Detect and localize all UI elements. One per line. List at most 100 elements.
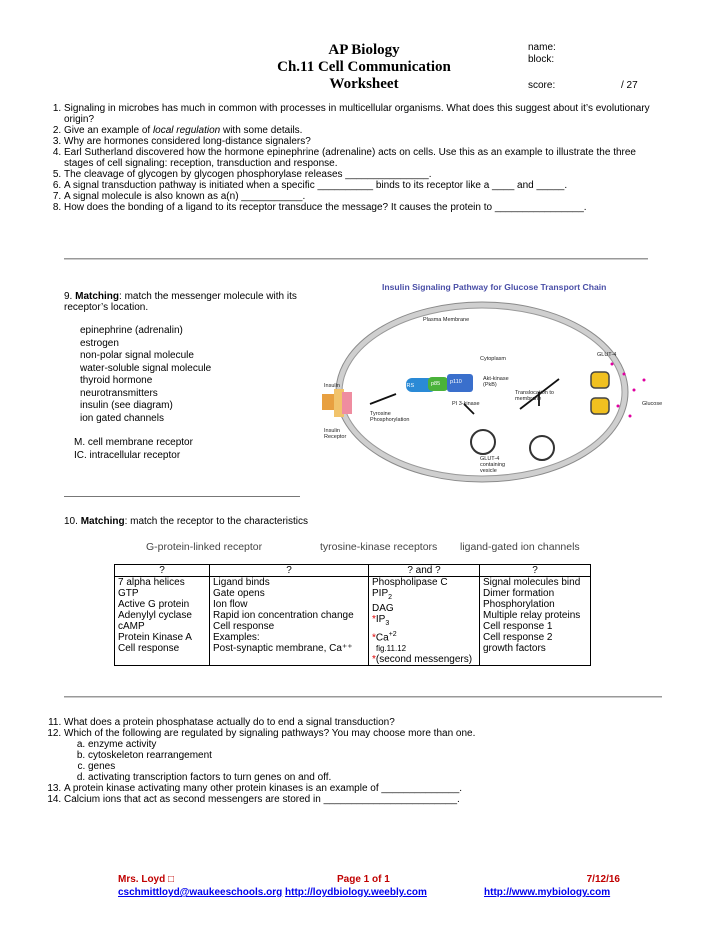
col2-line: Rapid ion concentration change	[213, 610, 354, 621]
q12-option: cytoskeleton rearrangement	[88, 750, 663, 761]
question-11: What does a protein phosphatase actually…	[64, 717, 663, 728]
q12-option: genes	[88, 761, 663, 772]
question-13: A protein kinase activating many other p…	[64, 783, 663, 794]
site-link-mybiology[interactable]: http://www.mybiology.com	[484, 887, 611, 898]
col4-line: Cell response 1	[483, 621, 553, 632]
pip-sub: 2	[388, 594, 393, 601]
col4-line: Multiple relay proteins	[483, 610, 581, 621]
second-messengers-text: (second messengers)	[375, 654, 473, 666]
col4-line: Dimer formation	[483, 588, 555, 599]
label-irs: IRS	[405, 383, 415, 389]
questions-part-1: Signaling in microbes has much in common…	[38, 103, 663, 213]
label-tyrosine: Tyrosine Phosphorylation	[370, 411, 410, 423]
col1-line: cAMP	[118, 621, 145, 632]
label-insulin: Insulin	[324, 383, 340, 389]
q9-bold: Matching	[75, 291, 120, 302]
star-marker: *	[372, 654, 376, 666]
question-7: A signal molecule is also known as a(n) …	[64, 191, 663, 202]
q9-item: epinephrine (adrenalin)	[80, 325, 183, 336]
ca-text: Ca	[375, 632, 389, 644]
q10-bold: Matching	[80, 516, 125, 527]
divider-2	[64, 696, 662, 698]
receptor-shape	[334, 389, 344, 417]
p110-shape	[447, 374, 473, 392]
key-cell-membrane: M. cell membrane receptor	[74, 437, 193, 448]
col2-line: Gate opens	[213, 588, 265, 599]
footer-date: 7/12/16	[586, 874, 620, 885]
question-2-italic: local regulation	[152, 125, 221, 136]
question-14: Calcium ions that act as second messenge…	[64, 794, 663, 805]
q9-item: water-soluble signal molecule	[80, 362, 212, 374]
col1-line: Active G protein	[118, 599, 190, 610]
name-label: name:	[528, 42, 556, 53]
label-translocation: Translocation to membrane	[515, 390, 554, 402]
star-marker: *	[372, 632, 376, 644]
answer-line	[64, 496, 300, 497]
site-link-loydbiology[interactable]: http://loydbiology.weebly.com	[285, 887, 427, 898]
title-line-2: Ch.11 Cell Communication	[277, 59, 451, 75]
q9-key: M. cell membrane receptor IC. intracellu…	[74, 437, 193, 462]
diagram-title: Insulin Signaling Pathway for Glucose Tr…	[382, 282, 607, 292]
col3-line: *(second messengers)	[372, 654, 476, 665]
table-header-row: ? ? ? and ? ?	[114, 564, 591, 577]
col3-line: *IP3	[372, 614, 476, 629]
title-line-3: Worksheet	[329, 76, 399, 92]
label-p85: p85	[431, 381, 441, 387]
title-line-1: AP Biology	[328, 42, 400, 58]
label-glut4-vesicle: GLUT-4 containing vesicle	[480, 456, 506, 474]
col1-line: GTP	[118, 588, 139, 599]
cell-membrane-inner	[341, 307, 623, 477]
label-glut4-top: GLUT-4	[597, 352, 617, 358]
q9-item-list: epinephrine (adrenalin) estrogen non-pol…	[80, 325, 211, 425]
q9-item: ion gated channels	[80, 412, 164, 424]
q9-item: thyroid hormone	[80, 375, 153, 386]
col3-line: DAG	[372, 603, 394, 614]
col1-cell: 7 alpha helices GTP Active G protein Ade…	[114, 575, 210, 667]
label-insulin-receptor: Insulin Receptor	[324, 428, 347, 440]
col3-line: PIP2	[372, 588, 476, 603]
question-10: 10. Matching: match the receptor to the …	[64, 516, 308, 527]
col1-line: Protein Kinase A	[118, 632, 192, 643]
col4-line: Phosphorylation	[483, 599, 555, 610]
question-8: How does the bonding of a ligand to its …	[64, 202, 663, 213]
label-glucose: Glucose	[642, 401, 663, 407]
question-2: Give an example of local regulation with…	[64, 125, 663, 136]
glut4-membrane-channels	[590, 371, 610, 415]
table-header-cell: ?	[114, 564, 210, 577]
q12-option: activating transcription factors to turn…	[88, 772, 663, 783]
teacher-name: Mrs. Loyd	[118, 874, 166, 885]
col4-cell: Signal molecules bind Dimer formation Ph…	[479, 575, 591, 667]
insulin-shape	[322, 394, 334, 410]
col2-line: Ion flow	[213, 599, 248, 610]
col2-line: Post-synaptic membrane, Ca⁺⁺	[213, 643, 353, 654]
receptor-g-protein: G-protein-linked receptor	[146, 541, 263, 553]
q9-item: estrogen	[80, 337, 119, 349]
label-akt: Akt-kinase (PkB)	[483, 376, 509, 388]
q10-text: : match the receptor to the characterist…	[124, 516, 308, 527]
footer-teacher: Mrs. Loyd □	[118, 873, 174, 886]
table-header-cell: ?	[209, 564, 369, 577]
col2-line: Examples:	[213, 632, 260, 643]
footer-page: Page 1 of 1	[337, 874, 390, 885]
receptor-tyrosine-kinase: tyrosine-kinase receptors	[320, 541, 438, 553]
divider-1	[64, 258, 648, 260]
receptor-table: ? ? ? and ? ? 7 alpha helices GTP Active…	[114, 564, 591, 667]
question-3: Why are hormones considered long-distanc…	[64, 136, 663, 147]
col3-line: Phospholipase C	[372, 577, 448, 588]
questions-part-2: What does a protein phosphatase actually…	[38, 717, 663, 805]
question-12-text: Which of the following are regulated by …	[64, 728, 476, 739]
label-cytoplasm: Cytoplasm	[480, 356, 506, 362]
score-label: score:	[528, 80, 556, 91]
email-link[interactable]: cschmittloyd@waukeeschools.org	[118, 887, 283, 898]
col3-cell: Phospholipase C PIP2 DAG *IP3 *Ca+2 fig.…	[368, 575, 480, 667]
insulin-pathway-diagram	[322, 301, 646, 483]
q10-number: 10.	[64, 516, 78, 527]
q9-number: 9.	[64, 291, 73, 302]
receptor-ligand-gated: ligand-gated ion channels	[460, 541, 580, 553]
question-9: 9. Matching: match the messenger molecul…	[64, 291, 314, 313]
footer-links-left: cschmittloyd@waukeeschools.org http://lo…	[118, 886, 427, 899]
table-header-cell: ?	[479, 564, 591, 577]
glut4-vesicles	[470, 429, 555, 461]
pathway-arrows	[369, 378, 560, 415]
table-header-cell: ? and ?	[368, 564, 480, 577]
